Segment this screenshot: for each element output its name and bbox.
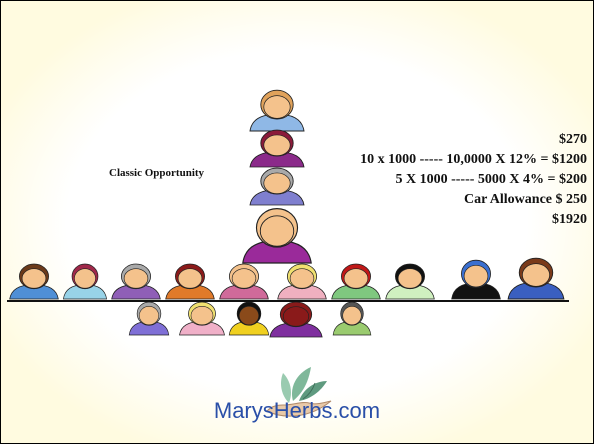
person-second-icon (249, 129, 305, 168)
divider-line (7, 300, 569, 302)
person-row2-icon (179, 301, 225, 336)
person-row1-icon (165, 263, 215, 300)
calc-line-5: $1920 (552, 212, 587, 227)
person-row1-icon (9, 263, 59, 300)
calc-line-1: $270 (559, 132, 587, 147)
person-row1-icon (277, 263, 327, 300)
person-top-icon (249, 89, 305, 132)
person-row1-icon (62, 263, 108, 300)
person-row1-icon (111, 263, 161, 300)
person-row2-icon (128, 301, 170, 336)
calc-line-2: 10 x 1000 ----- 10,0000 X 12% = $1200 (360, 152, 587, 167)
person-third-icon (249, 167, 305, 206)
marysherbs-logo-text: MarysHerbs.com (213, 398, 381, 423)
person-row2-icon (228, 301, 270, 336)
calc-line-3: 5 X 1000 ----- 5000 X 4% = $200 (395, 172, 587, 187)
classic-opportunity-label: Classic Opportunity (109, 167, 205, 179)
person-row1-icon (331, 263, 381, 300)
person-row1-icon (219, 263, 269, 300)
person-row1-icon (451, 259, 501, 300)
person-row2-icon (332, 301, 372, 336)
person-row1-icon (507, 257, 565, 300)
person-row2-icon (269, 301, 323, 338)
person-you-icon (242, 208, 312, 264)
calc-line-4: Car Allowance $ 250 (463, 192, 587, 207)
person-row1-icon (385, 263, 435, 300)
herb-hand-logo-icon (266, 367, 332, 417)
